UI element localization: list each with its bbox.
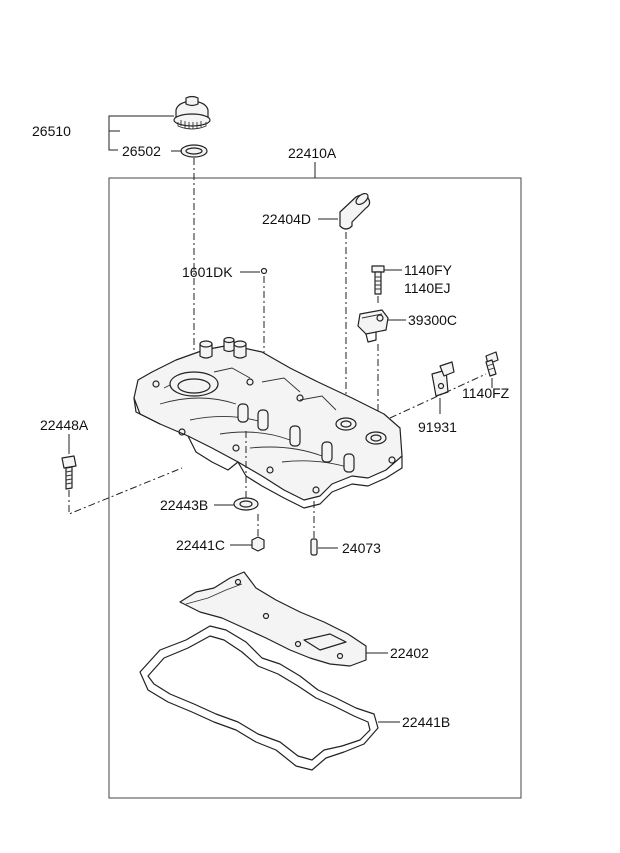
label-22448a: 22448A — [40, 417, 89, 433]
plug-tube-seal-hole — [239, 500, 253, 508]
bolt-1140fy — [371, 265, 385, 295]
bolt-22448a-centerline — [68, 467, 183, 515]
baffle-plate — [179, 571, 367, 667]
label-26510: 26510 — [32, 123, 71, 139]
label-22410a: 22410A — [288, 145, 337, 161]
label-91931: 91931 — [418, 419, 457, 435]
cover-nut — [251, 536, 265, 552]
plug-tube-seal — [233, 497, 259, 511]
camshaft-sensor — [357, 309, 389, 343]
label-22404d: 22404D — [262, 211, 311, 227]
label-22441b: 22441B — [402, 714, 450, 730]
label-39300c: 39300C — [408, 312, 457, 328]
dowel-pin — [310, 538, 318, 556]
bolt-1140fz — [485, 351, 499, 377]
label-26502: 26502 — [122, 143, 161, 159]
label-1140fz: 1140FZ — [462, 385, 510, 401]
label-24073: 24073 — [342, 540, 381, 556]
oil-cap-gasket — [180, 144, 208, 158]
oil-filler-cap — [173, 95, 211, 130]
pcv-elbow-hose — [339, 192, 371, 230]
pin-1601dk — [260, 267, 268, 275]
label-22402: 22402 — [390, 645, 429, 661]
bolt-22448a — [61, 455, 77, 490]
cap-bracket-leader — [108, 115, 174, 151]
label-1140ej: 1140EJ — [404, 280, 450, 296]
label-22441c: 22441C — [176, 537, 225, 553]
label-1601dk: 1601DK — [182, 264, 233, 280]
bracket-91931 — [431, 361, 455, 397]
oil-cap-gasket-hole — [185, 147, 203, 155]
label-1140fy: 1140FY — [404, 262, 453, 278]
rocker-cover-body — [133, 336, 403, 509]
bracket-centerline — [389, 373, 487, 419]
cover-gasket — [139, 625, 379, 771]
label-22443b: 22443B — [160, 497, 208, 513]
